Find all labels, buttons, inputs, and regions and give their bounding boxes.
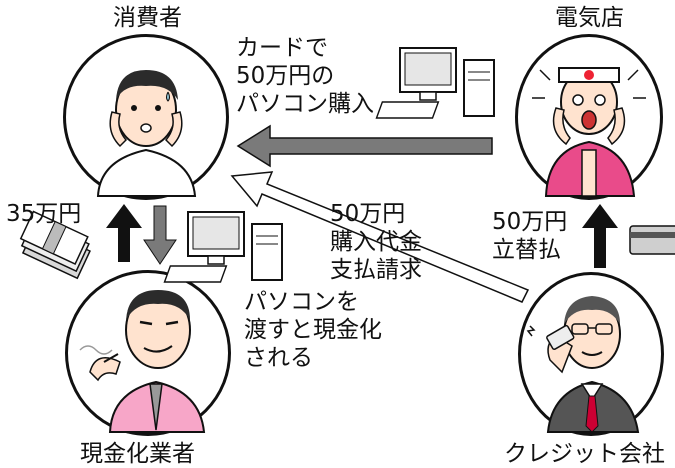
purchase-note: カードで 50万円の パソコン購入 [236,34,374,118]
card-company-figure [526,296,640,433]
computer-icon-middle [163,211,283,283]
arrow-card-company-to-consumer [230,171,530,303]
cashing-dealer-label: 現金化業者 [80,441,195,467]
store-clerk-figure [532,67,646,197]
consumer-label: 消費者 [113,5,182,31]
cashing-dealer-figure [79,290,206,433]
purchase-line-1: カードで [236,35,328,61]
arrow-dealer-to-consumer [106,204,142,262]
advance-payment-line-2: 立替払 [492,237,561,263]
arrow-card-company-to-store [582,204,618,268]
payment-request-note: 50万円 購入代金 支払請求 [330,200,422,284]
card-company-label: クレジット会社 [504,441,665,467]
cash-stack-icon [19,210,91,280]
computer-icon-top [375,47,495,119]
advance-payment-line-1: 50万円 [492,209,568,235]
resale-line-1: パソコンを [244,289,359,315]
arrow-consumer-to-dealer [143,205,177,265]
purchase-line-3: パソコン購入 [236,91,374,117]
resale-note: パソコンを 渡すと現金化 される [244,288,382,372]
purchase-line-2: 50万円の [236,63,335,89]
arrow-store-to-consumer [236,124,493,168]
consumer-figure [96,70,197,197]
resale-line-3: される [244,345,313,371]
store-label: 電気店 [555,5,624,31]
resale-line-2: 渡すと現金化 [244,317,382,343]
payment-request-line-3: 支払請求 [330,257,422,283]
payment-request-line-1: 50万円 [330,201,406,227]
cash-amount-label: 35万円 [6,201,82,227]
payment-request-line-2: 購入代金 [330,229,422,255]
advance-payment-note: 50万円 立替払 [492,208,567,264]
credit-card-icon [629,225,675,255]
